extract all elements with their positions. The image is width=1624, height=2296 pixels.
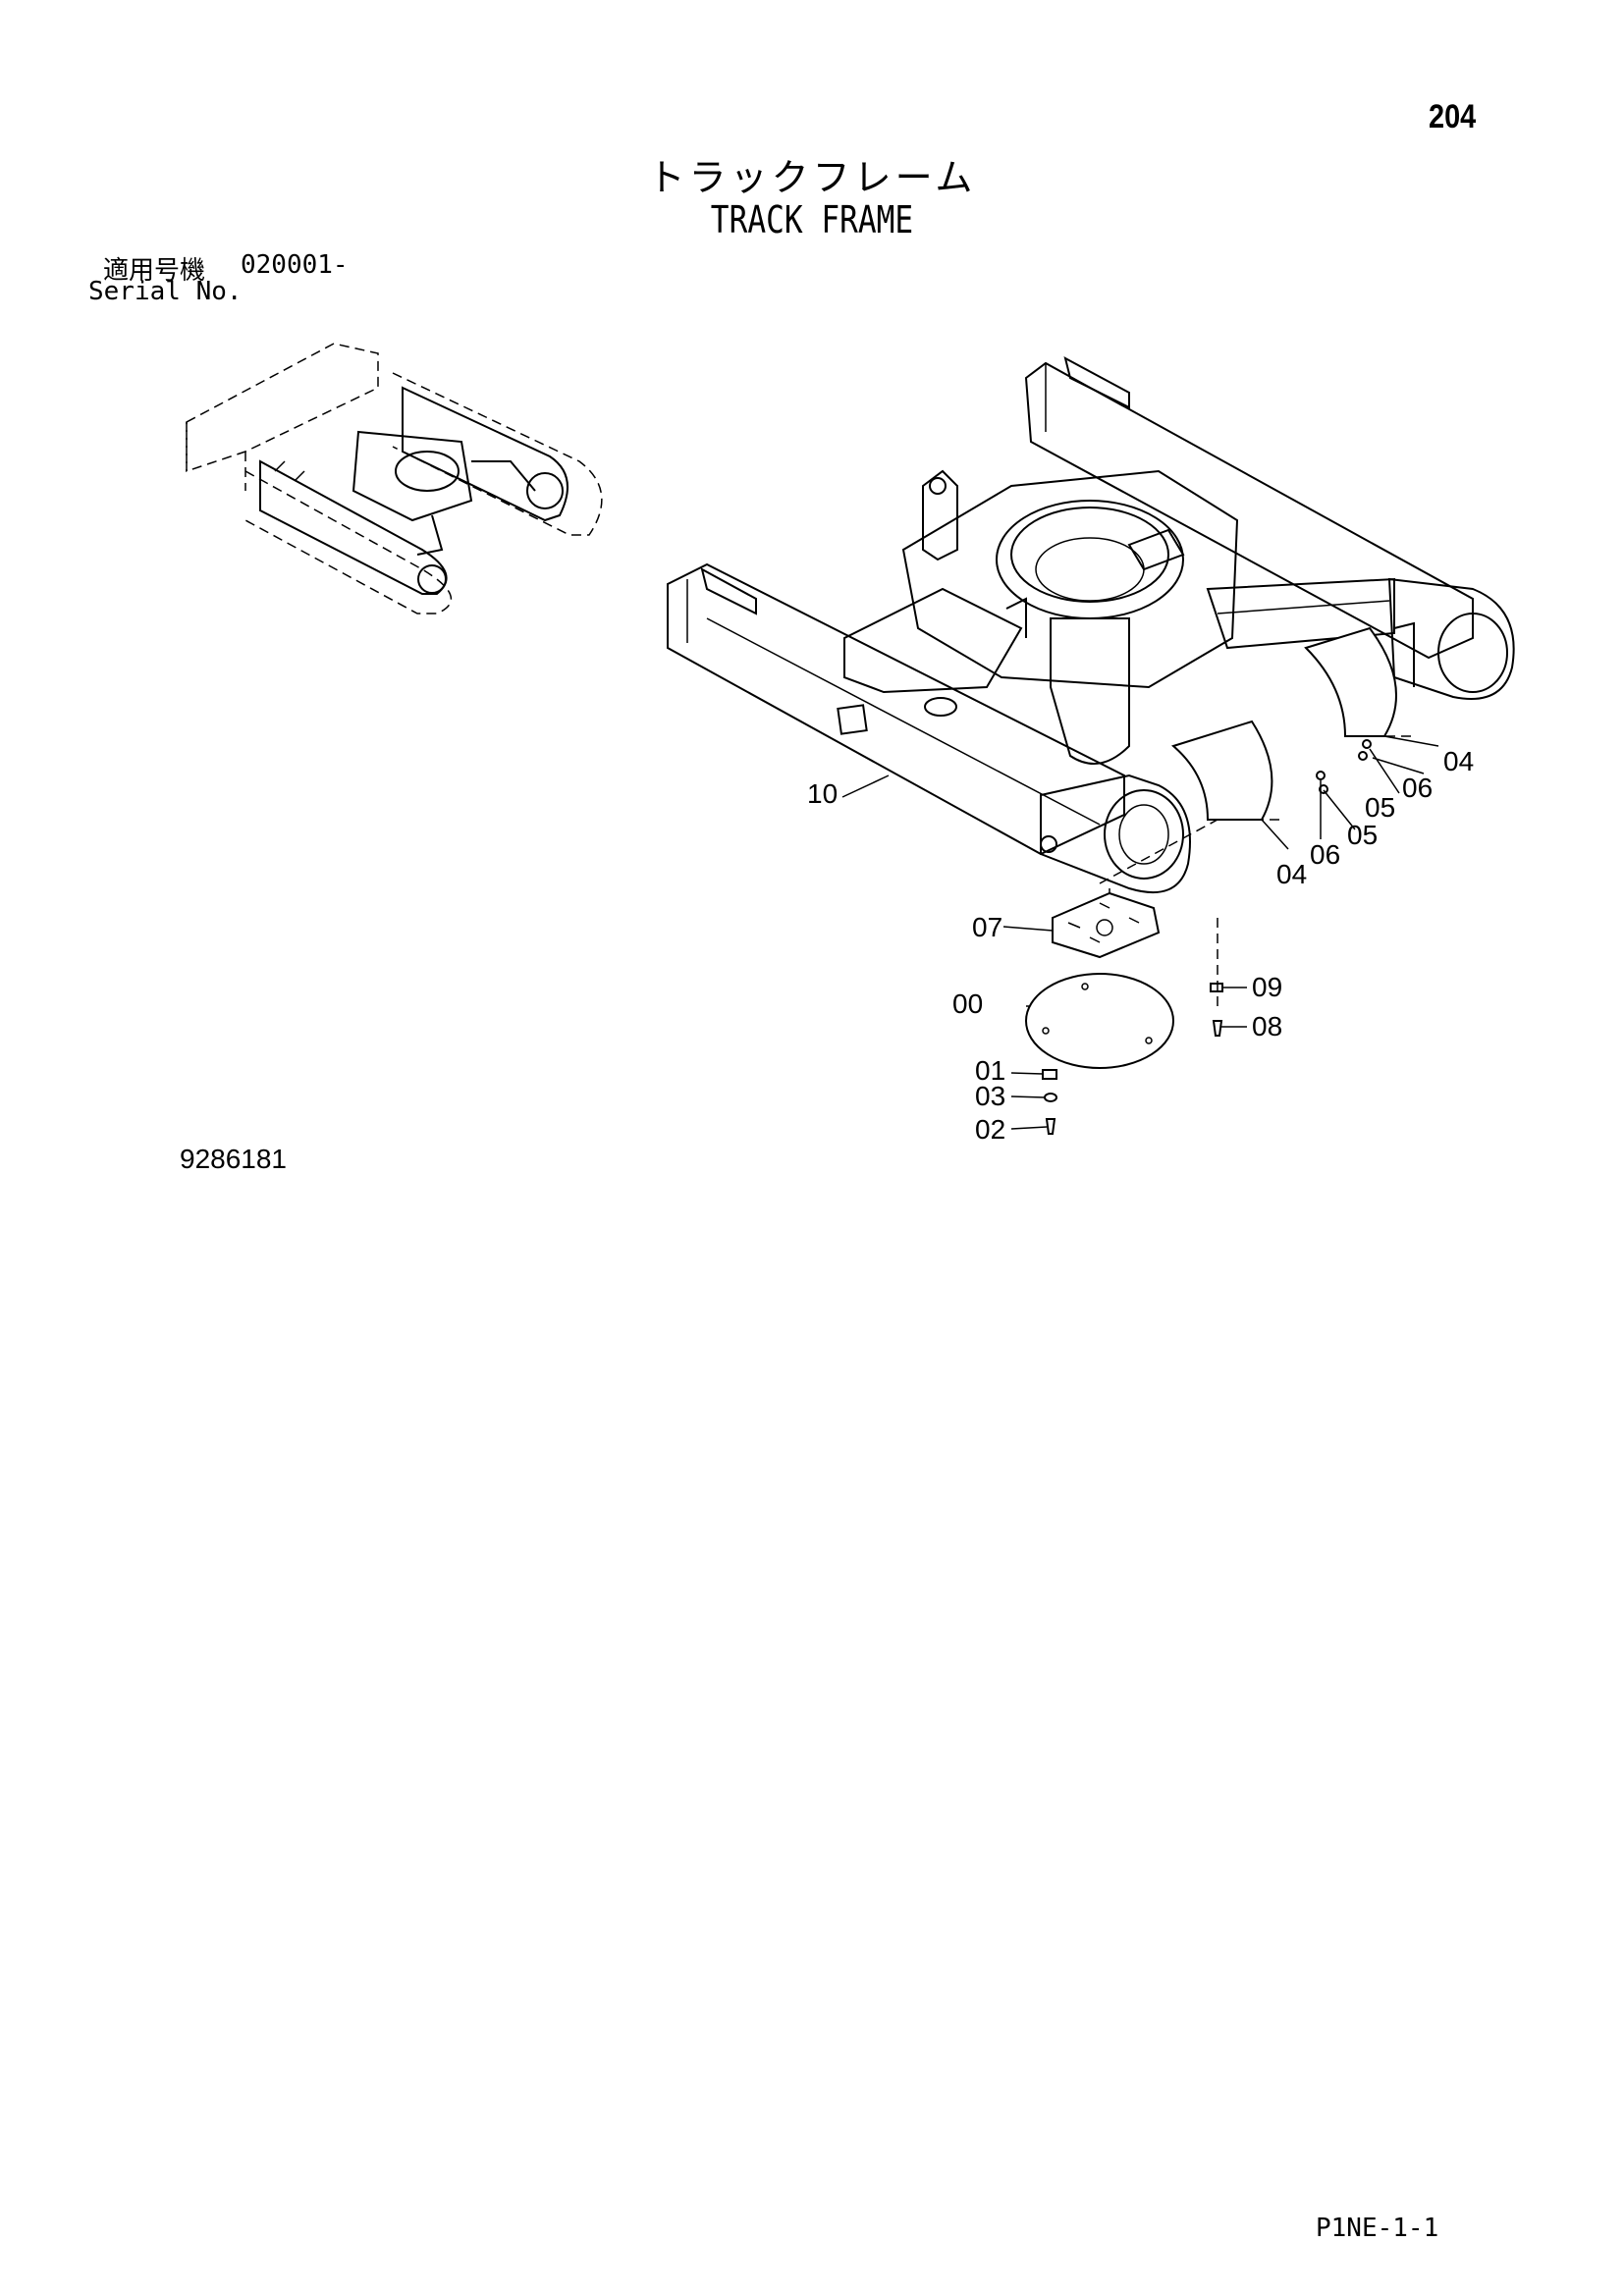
page-code: P1NE-1-1	[1316, 2214, 1439, 2243]
overview-illustration	[186, 343, 603, 614]
callout-05-left: 05	[1347, 820, 1378, 850]
drawing-number: 9286181	[180, 1144, 288, 1174]
serial-label-english: Serial No.	[88, 277, 243, 306]
side-covers	[1170, 626, 1414, 821]
callout-10: 10	[807, 778, 838, 809]
callout-01: 01	[975, 1055, 1005, 1086]
callout-00: 00	[952, 988, 983, 1019]
callout-04-right: 04	[1443, 746, 1474, 776]
lower-assembly	[1025, 739, 1372, 1135]
callout-06-right: 06	[1402, 773, 1433, 803]
callout-07: 07	[972, 912, 1002, 942]
title-japanese: トラックフレーム	[647, 156, 977, 199]
serial-value: 020001-	[241, 250, 349, 280]
callouts: 10 04 06 05 04 06 05 07 00 01 03 02 09 0…	[807, 746, 1474, 1145]
leader-lines	[841, 735, 1439, 1130]
callout-05-right: 05	[1365, 792, 1395, 823]
title-english: TRACK FRAME	[710, 198, 914, 241]
callout-08: 08	[1252, 1011, 1282, 1041]
callout-06-left: 06	[1310, 839, 1340, 870]
serial-label-japanese: 適用号機	[103, 256, 206, 286]
callout-02: 02	[975, 1114, 1005, 1145]
callout-03: 03	[975, 1081, 1005, 1111]
callout-04-left: 04	[1276, 859, 1307, 889]
page-number: 204	[1429, 98, 1477, 135]
track-frame-illustration	[667, 356, 1515, 1011]
callout-09: 09	[1252, 972, 1282, 1002]
